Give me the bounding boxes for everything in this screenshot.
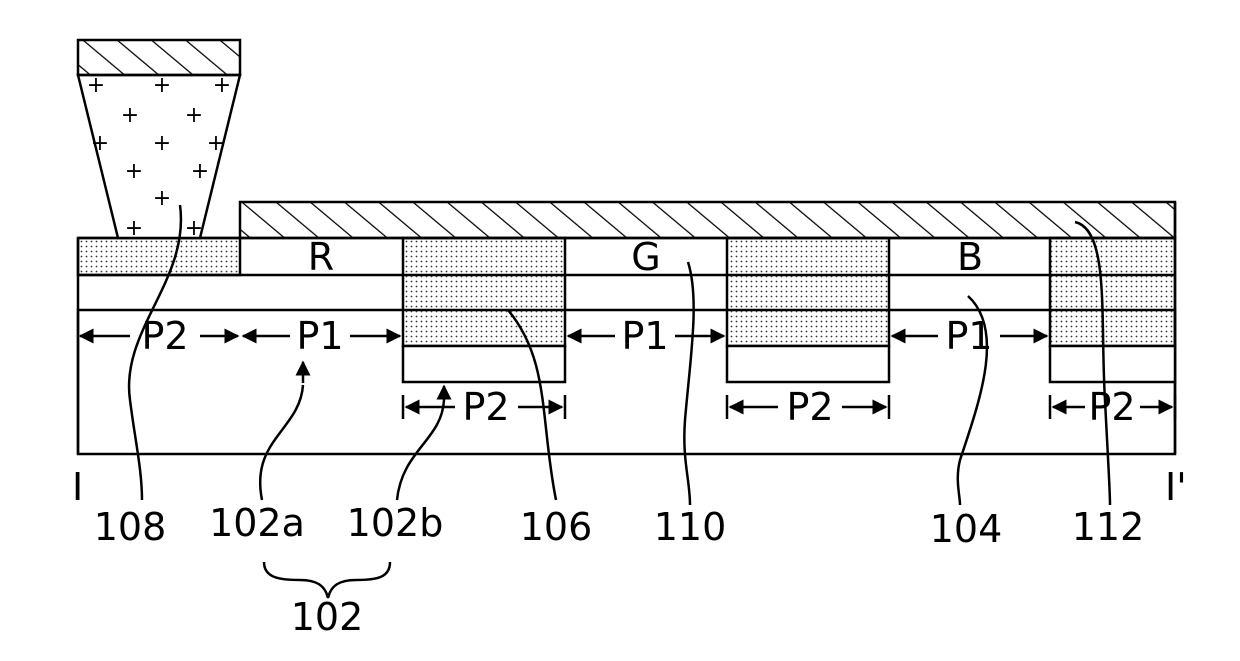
pixel-label-r: R [308,235,334,279]
bank-block-2 [727,238,889,346]
svg-text:+: + [91,131,109,156]
bank-base-1 [403,346,565,382]
pad-dotted-left [78,238,240,275]
pixel-label-b: B [957,235,983,279]
ref-108: 108 [94,505,167,549]
ref-102b: 102b [347,501,444,545]
dim-label-p2: P2 [786,385,833,429]
svg-text:+: + [125,216,143,241]
dim-label-p2: P2 [1088,385,1135,429]
svg-text:+: + [153,131,171,156]
svg-text:+: + [207,131,225,156]
dim-label-p1: P1 [621,314,668,358]
svg-text:+: + [213,73,231,98]
svg-text:+: + [125,159,143,184]
brace-102 [264,562,390,598]
svg-text:+: + [87,73,105,98]
ref-112: 112 [1072,505,1145,549]
bank-block-3 [1050,238,1175,346]
connector-body [78,75,240,238]
bank-base-3 [1050,346,1175,382]
ref-104: 104 [930,507,1003,551]
dim-label-p1: P1 [296,314,343,358]
ref-106: 106 [520,505,593,549]
svg-text:+: + [185,103,203,128]
svg-text:+: + [153,73,171,98]
bank-block-1 [403,238,565,346]
pixel-label-g: G [631,235,660,279]
svg-text:+: + [153,186,171,211]
ref-102: 102 [291,595,364,639]
svg-text:+: + [185,216,203,241]
ref-102a: 102a [209,501,305,545]
section-mark-right: I' [1165,465,1187,509]
section-mark-left: I [72,465,83,509]
bank-base-2 [727,346,889,382]
cover-layer-hatched [240,202,1175,238]
ref-110: 110 [654,505,727,549]
svg-text:+: + [191,159,209,184]
connector-cap-hatched [78,40,240,75]
dim-label-p2: P2 [462,385,509,429]
svg-text:+: + [121,103,139,128]
